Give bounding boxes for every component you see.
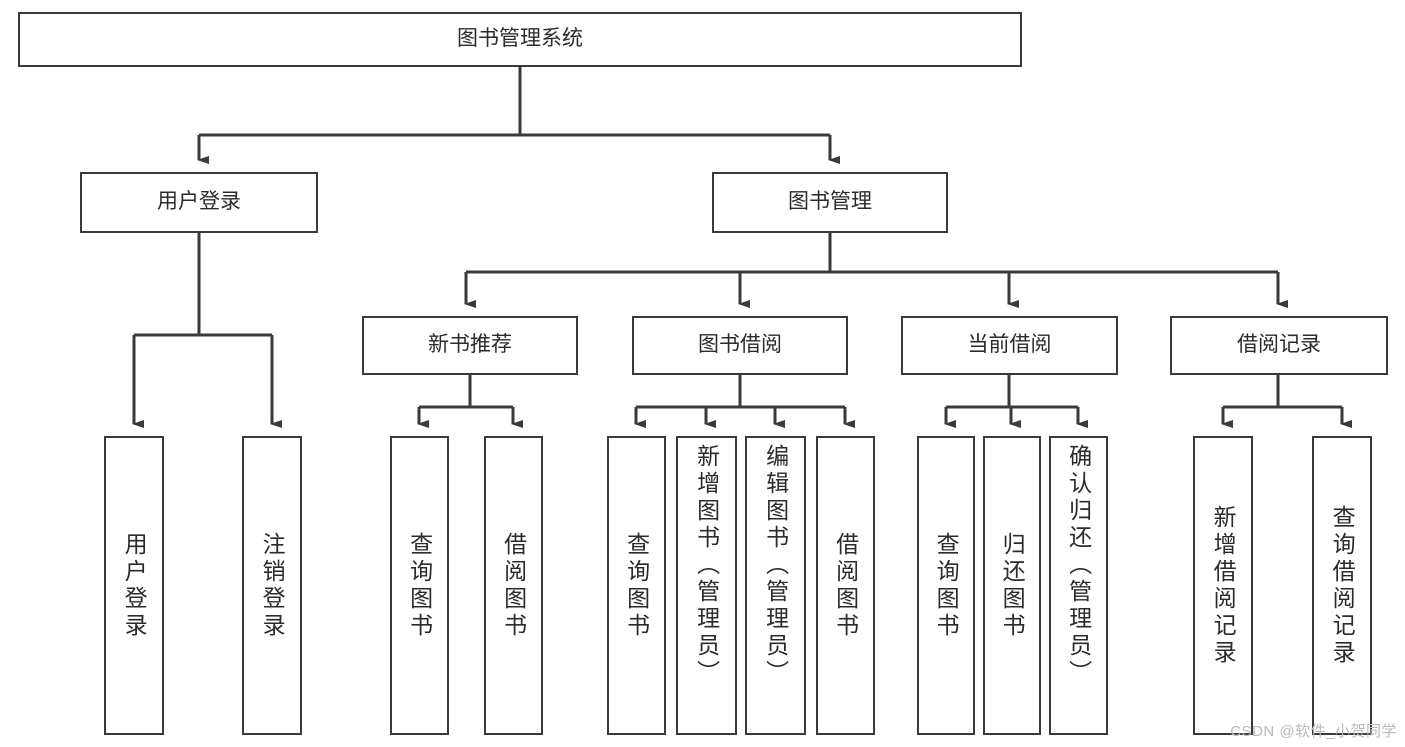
node-label: 编辑图书（管理员） [762,444,789,687]
leaf-record-query-record[interactable]: 查询借阅记录 [1312,436,1372,735]
node-label: 注销登录 [259,531,286,640]
leaf-borrow-add-book[interactable]: 新增图书（管理员） [676,436,737,735]
leaf-current-query-book[interactable]: 查询图书 [917,436,975,735]
node-label: 借阅图书 [500,531,527,640]
node-label: 新增图书（管理员） [693,444,720,687]
node-label: 查询借阅记录 [1329,504,1356,667]
node-label: 归还图书 [999,531,1026,640]
node-label: 查询图书 [623,531,650,640]
node-label: 新增借阅记录 [1210,504,1237,667]
node-label: 查询图书 [933,531,960,640]
leaf-user-login-logout[interactable]: 注销登录 [242,436,302,735]
node-label: 借阅记录 [1237,333,1321,357]
node-label: 图书管理系统 [457,27,583,51]
leaf-current-return-book[interactable]: 归还图书 [983,436,1041,735]
node-label: 图书借阅 [698,333,782,357]
node-book-borrow[interactable]: 图书借阅 [632,316,848,375]
leaf-borrow-edit-book[interactable]: 编辑图书（管理员） [745,436,806,735]
leaf-recommend-query-book[interactable]: 查询图书 [390,436,449,735]
leaf-recommend-borrow-book[interactable]: 借阅图书 [484,436,543,735]
node-root-system[interactable]: 图书管理系统 [18,12,1022,67]
node-current-borrow[interactable]: 当前借阅 [901,316,1118,375]
leaf-user-login-login[interactable]: 用户登录 [104,436,164,735]
node-new-book-recommend[interactable]: 新书推荐 [362,316,578,375]
node-label: 用户登录 [121,531,148,640]
leaf-current-confirm-return[interactable]: 确认归还（管理员） [1049,436,1108,735]
node-label: 当前借阅 [967,333,1052,357]
leaf-record-add-record[interactable]: 新增借阅记录 [1193,436,1253,735]
node-borrow-record[interactable]: 借阅记录 [1170,316,1388,375]
node-label: 图书管理 [788,190,872,214]
node-label: 借阅图书 [832,531,859,640]
node-label: 查询图书 [406,531,433,640]
node-book-management[interactable]: 图书管理 [712,172,948,233]
node-label: 用户登录 [157,190,241,214]
node-label: 确认归还（管理员） [1065,444,1092,687]
leaf-borrow-query-book[interactable]: 查询图书 [607,436,666,735]
leaf-borrow-borrow-book[interactable]: 借阅图书 [816,436,875,735]
node-label: 新书推荐 [428,333,512,357]
node-user-login[interactable]: 用户登录 [80,172,318,233]
